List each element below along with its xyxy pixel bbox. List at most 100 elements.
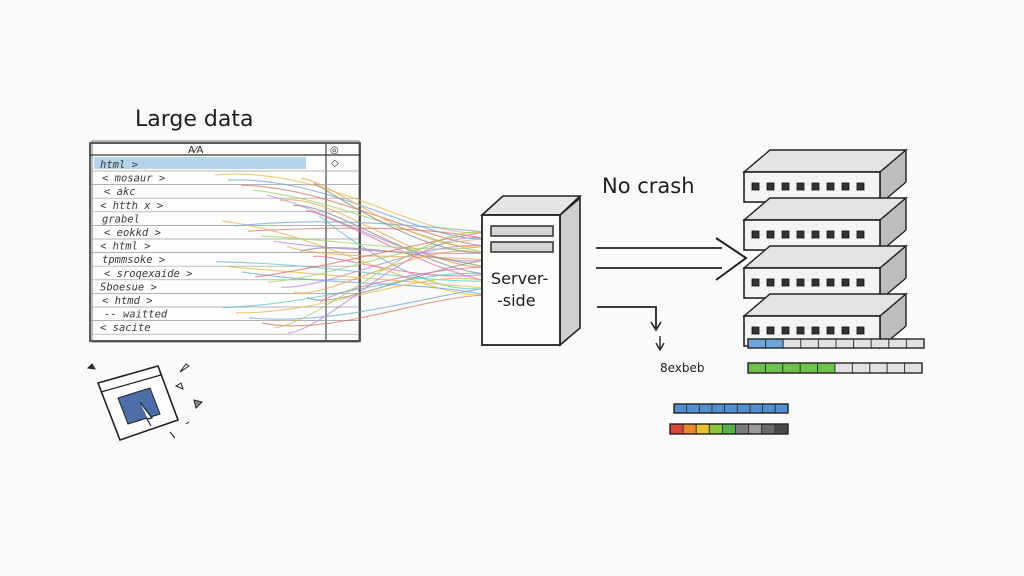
bar-segment [721, 423, 737, 435]
bar-segment [724, 403, 738, 414]
data-thread [292, 205, 487, 275]
small-down-arrow [597, 306, 665, 352]
server-side-face [559, 196, 581, 347]
code-line: < eokkd > [104, 227, 161, 239]
status-bars [669, 338, 925, 435]
bar-segment [761, 423, 776, 435]
bar-segment [774, 423, 789, 435]
scroll-up-icon: ◇ [331, 158, 339, 169]
bar-segment [905, 338, 925, 349]
rack-led [751, 230, 760, 239]
bar-segment [695, 423, 710, 435]
rack-led [811, 278, 820, 287]
bar-segment [817, 338, 837, 349]
rack-led [841, 230, 850, 239]
data-thread [260, 235, 487, 250]
bar-segment [851, 362, 871, 374]
shard-3 [193, 399, 203, 409]
data-thread [274, 231, 487, 329]
code-line: < sroqexaide > [104, 268, 193, 280]
data-thread [300, 177, 487, 248]
no-crash-label: No crash [602, 174, 695, 198]
small-caption: 8exbeb [660, 361, 705, 375]
rack-unit-top [742, 149, 908, 173]
code-line: < htmd > [102, 295, 153, 307]
bar-segment [904, 362, 923, 374]
rack-led [811, 326, 820, 335]
rack-led [781, 182, 790, 191]
bar-outline [669, 423, 789, 435]
data-thread [312, 255, 487, 277]
rack-unit-top [742, 245, 908, 269]
code-line: tpmmsoke > [102, 254, 165, 266]
bar-segment [888, 338, 907, 349]
bar-segment [673, 403, 688, 414]
bar-segment [748, 423, 763, 435]
bar-segment [747, 338, 767, 349]
bar-segment [782, 338, 802, 349]
broken-window-sketch [86, 363, 203, 442]
rack-unit [742, 196, 908, 254]
rack-led [826, 278, 835, 287]
bar-outline [673, 403, 789, 414]
code-line: grabel [102, 213, 140, 225]
green-progress [747, 362, 923, 374]
rack-unit [742, 148, 908, 206]
bar-segment [762, 403, 776, 414]
code-line: Sboesue > [100, 281, 157, 293]
bar-segment [735, 423, 750, 435]
data-thread [214, 173, 487, 234]
window-titlebar [100, 374, 162, 393]
panel-header-label: A⁄A [188, 145, 204, 156]
bar-segment [765, 338, 784, 349]
rack-led [796, 182, 805, 191]
small-arrow-2 [655, 336, 665, 352]
bar-segment [698, 403, 713, 414]
arrow-head [715, 237, 748, 281]
blue-segment-bar [673, 403, 789, 414]
large-data-title: Large data [135, 107, 253, 132]
code-line: < mosaur > [102, 173, 165, 185]
rack-led [796, 230, 805, 239]
bar-outline [747, 338, 925, 349]
rack-led [766, 278, 775, 287]
bar-segment [886, 362, 906, 374]
data-thread [222, 272, 487, 309]
data-thread [261, 294, 487, 327]
flow-arrow [596, 237, 748, 281]
data-thread [234, 221, 487, 233]
code-panel-frame-sketch [91, 140, 360, 343]
bar-segment [764, 362, 784, 374]
bar-segment [834, 362, 853, 374]
rack-led [841, 182, 850, 191]
bar-segment [774, 403, 789, 414]
bar-segment [782, 362, 801, 374]
rack-led [766, 326, 775, 335]
data-thread [319, 266, 487, 303]
rack-led [751, 326, 760, 335]
server-drive-slot-1 [490, 225, 554, 237]
highlighted-row [94, 157, 306, 169]
bar-segment [800, 338, 819, 349]
rack-led [781, 230, 790, 239]
bar-segment [870, 338, 890, 349]
bar-segment [686, 403, 700, 414]
data-thread [267, 238, 487, 283]
data-thread [248, 287, 487, 320]
bar-segment [869, 362, 888, 374]
bar-segment [682, 423, 697, 435]
data-thread [215, 261, 487, 282]
bar-segment [708, 423, 723, 435]
bar-segment [817, 362, 836, 374]
data-thread [235, 277, 487, 314]
blue-progress [747, 338, 925, 349]
bar-outline [747, 362, 923, 374]
data-thread [279, 199, 487, 268]
bar-segment [711, 403, 726, 414]
bar-segment [749, 403, 764, 414]
rack-led [766, 230, 775, 239]
rack-unit [742, 244, 908, 302]
rack-led [796, 326, 805, 335]
